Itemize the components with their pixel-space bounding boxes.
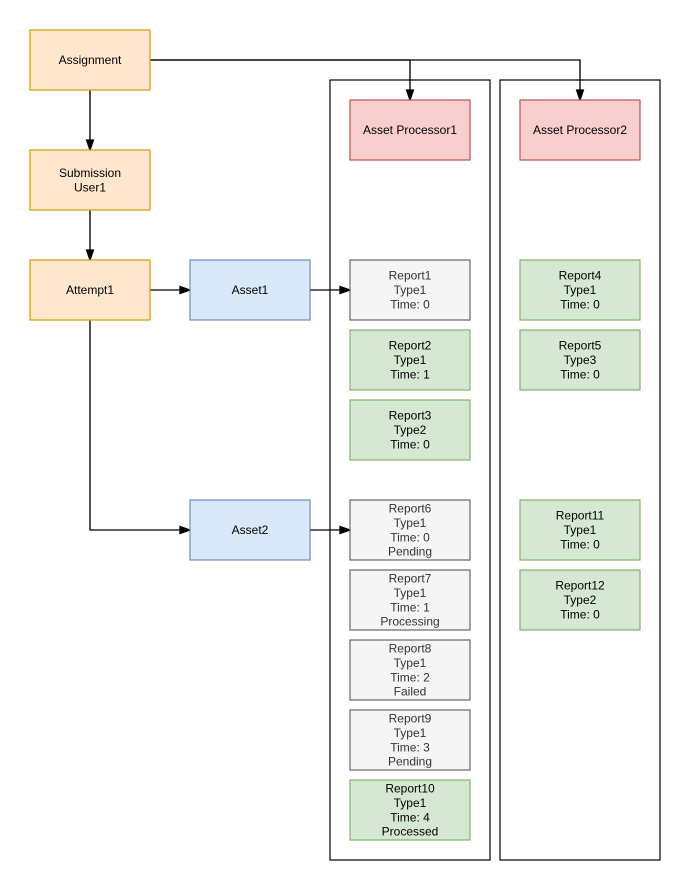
svg-text:Time: 0: Time: 0 xyxy=(390,298,430,312)
svg-text:Report12: Report12 xyxy=(555,579,605,593)
svg-text:Time: 0: Time: 0 xyxy=(390,530,430,544)
svg-text:Time: 2: Time: 2 xyxy=(390,670,430,684)
svg-text:Time: 1: Time: 1 xyxy=(390,368,430,382)
svg-text:Type1: Type1 xyxy=(564,523,597,537)
svg-text:Type1: Type1 xyxy=(394,353,427,367)
svg-text:Report10: Report10 xyxy=(385,782,435,796)
svg-text:Report1: Report1 xyxy=(389,269,432,283)
svg-text:Asset2: Asset2 xyxy=(232,523,269,537)
svg-text:Type1: Type1 xyxy=(394,283,427,297)
svg-text:Time: 4: Time: 4 xyxy=(390,810,430,824)
svg-text:Time: 0: Time: 0 xyxy=(560,538,600,552)
svg-text:Report7: Report7 xyxy=(389,572,432,586)
svg-text:Type1: Type1 xyxy=(394,726,427,740)
svg-text:Report9: Report9 xyxy=(389,712,432,726)
svg-text:Type2: Type2 xyxy=(394,423,427,437)
svg-text:Type3: Type3 xyxy=(564,353,597,367)
svg-text:Failed: Failed xyxy=(394,685,427,699)
svg-text:Processing: Processing xyxy=(380,615,439,629)
svg-text:Type1: Type1 xyxy=(394,586,427,600)
svg-text:Asset Processor2: Asset Processor2 xyxy=(533,123,627,137)
svg-text:Report11: Report11 xyxy=(556,509,605,523)
svg-text:Report6: Report6 xyxy=(389,502,432,516)
svg-text:Asset Processor1: Asset Processor1 xyxy=(363,123,457,137)
svg-text:Report8: Report8 xyxy=(389,642,432,656)
svg-text:Time: 0: Time: 0 xyxy=(390,438,430,452)
svg-text:Assignment: Assignment xyxy=(59,53,122,67)
svg-text:Time: 0: Time: 0 xyxy=(560,608,600,622)
svg-text:Time: 1: Time: 1 xyxy=(390,600,430,614)
svg-text:Submission: Submission xyxy=(59,166,121,180)
svg-text:Type1: Type1 xyxy=(394,516,427,530)
svg-text:Processed: Processed xyxy=(382,825,439,839)
svg-text:Type1: Type1 xyxy=(564,283,597,297)
svg-text:Time: 3: Time: 3 xyxy=(390,740,430,754)
svg-text:Report5: Report5 xyxy=(559,339,602,353)
svg-text:Asset1: Asset1 xyxy=(232,283,269,297)
svg-text:Type1: Type1 xyxy=(394,796,427,810)
svg-text:Report4: Report4 xyxy=(559,269,602,283)
svg-text:Report3: Report3 xyxy=(389,409,432,423)
svg-text:Attempt1: Attempt1 xyxy=(66,283,114,297)
svg-text:Pending: Pending xyxy=(388,545,432,559)
svg-text:Type2: Type2 xyxy=(564,593,597,607)
svg-text:Pending: Pending xyxy=(388,755,432,769)
svg-text:User1: User1 xyxy=(74,180,106,194)
svg-text:Time: 0: Time: 0 xyxy=(560,368,600,382)
svg-text:Time: 0: Time: 0 xyxy=(560,298,600,312)
svg-text:Type1: Type1 xyxy=(394,656,427,670)
svg-text:Report2: Report2 xyxy=(389,339,432,353)
